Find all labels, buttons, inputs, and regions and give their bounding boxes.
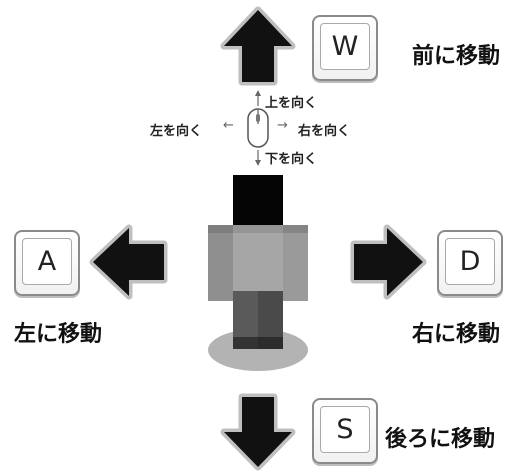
w-key-label: W xyxy=(320,23,370,70)
a-key: A xyxy=(14,230,80,296)
down-arrow-icon xyxy=(220,393,296,471)
up-arrow-icon xyxy=(220,6,296,86)
look-right-arrow-icon: → xyxy=(277,118,288,133)
w-key: W xyxy=(312,15,378,81)
character-figure xyxy=(208,175,308,349)
left-label: 左に移動 xyxy=(14,322,103,347)
look-up-arrow-icon xyxy=(255,90,261,106)
d-key: D xyxy=(437,230,503,296)
look-left-label: 左を向く xyxy=(150,124,203,139)
look-left-arrow-icon: ← xyxy=(223,118,234,133)
right-arrow-icon xyxy=(350,224,427,300)
a-key-label: A xyxy=(22,238,72,285)
look-down-label: 下を向く xyxy=(265,152,318,167)
s-key-label: S xyxy=(320,406,370,453)
d-key-label: D xyxy=(445,238,495,285)
back-label: 後ろに移動 xyxy=(385,427,496,452)
look-right-label: 右を向く xyxy=(298,124,351,139)
right-label: 右に移動 xyxy=(412,322,501,347)
mouse-icon xyxy=(247,108,269,148)
look-down-arrow-icon xyxy=(255,150,261,166)
look-up-label: 上を向く xyxy=(265,96,318,111)
s-key: S xyxy=(312,398,378,464)
left-arrow-icon xyxy=(89,224,168,300)
forward-label: 前に移動 xyxy=(412,44,501,69)
